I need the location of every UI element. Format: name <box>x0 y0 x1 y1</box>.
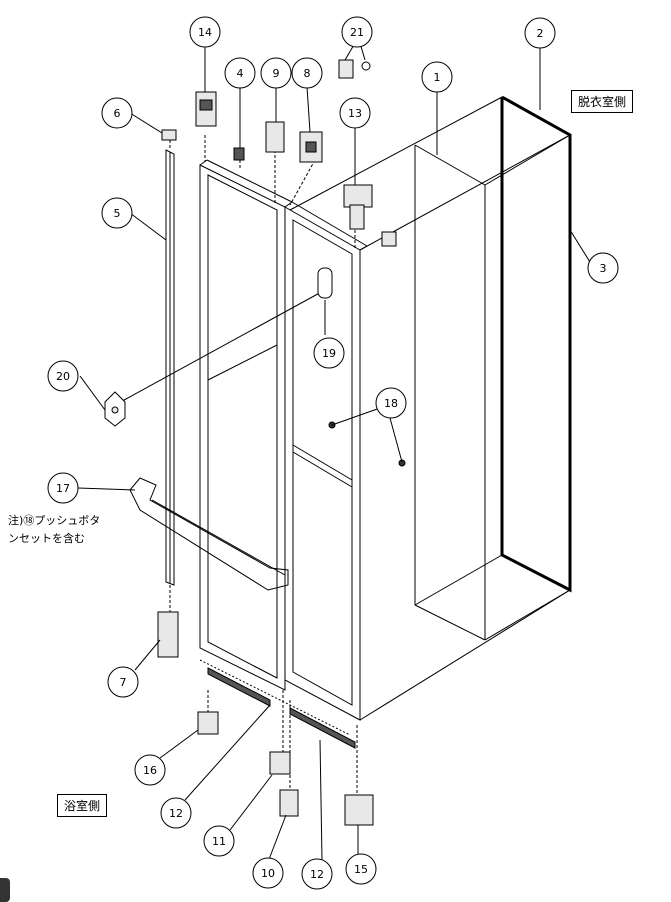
vertical-rail <box>165 149 175 586</box>
svg-text:14: 14 <box>198 26 212 39</box>
svg-text:4: 4 <box>237 67 244 80</box>
part-14-hinge <box>195 91 217 127</box>
svg-text:18: 18 <box>384 397 398 410</box>
callout-21: 21 <box>341 16 373 48</box>
callout-9: 9 <box>260 57 292 89</box>
note-line-2: ンセットを含む <box>8 532 85 545</box>
callout-13: 13 <box>339 97 371 129</box>
svg-text:11: 11 <box>212 835 226 848</box>
callout-2: 2 <box>524 17 556 49</box>
svg-text:7: 7 <box>120 676 127 689</box>
callout-14: 14 <box>189 16 221 48</box>
svg-text:9: 9 <box>273 67 280 80</box>
part-8-bracket <box>299 131 323 163</box>
callout-15: 15 <box>345 853 377 885</box>
svg-text:13: 13 <box>348 107 362 120</box>
svg-text:1: 1 <box>434 71 441 84</box>
callout-11: 11 <box>203 825 235 857</box>
callout-18: 18 <box>375 387 407 419</box>
callout-12-right: 12 <box>301 858 333 890</box>
callout-6: 6 <box>101 97 133 129</box>
callout-19: 19 <box>313 337 345 369</box>
svg-text:8: 8 <box>304 67 311 80</box>
svg-text:16: 16 <box>143 764 157 777</box>
part-19-handle <box>317 267 333 299</box>
part-10-runner <box>279 789 299 817</box>
part-6-cap <box>161 129 177 141</box>
part-20-knob <box>104 391 126 427</box>
left-door-panel <box>199 159 293 691</box>
dressing-room-side-label: 脱衣室側 <box>571 90 634 113</box>
svg-text:5: 5 <box>114 207 121 220</box>
svg-text:15: 15 <box>354 863 368 876</box>
callout-3: 3 <box>587 252 619 284</box>
enclosure-frame <box>289 95 572 721</box>
svg-text:19: 19 <box>322 347 336 360</box>
svg-text:2: 2 <box>537 27 544 40</box>
part-18-button-b <box>398 459 406 467</box>
callout-8: 8 <box>291 57 323 89</box>
svg-text:20: 20 <box>56 370 70 383</box>
svg-text:12: 12 <box>310 868 324 881</box>
svg-text:10: 10 <box>261 867 275 880</box>
callout-4: 4 <box>224 57 256 89</box>
svg-text:3: 3 <box>600 262 607 275</box>
svg-text:6: 6 <box>114 107 121 120</box>
part-9-bracket <box>265 121 285 153</box>
callout-16: 16 <box>134 754 166 786</box>
callout-20: 20 <box>47 360 79 392</box>
part-16-runner <box>197 711 219 735</box>
bathroom-side-label: 浴室側 <box>57 794 108 817</box>
callout-leaders <box>77 42 591 863</box>
callout-1: 1 <box>421 61 453 93</box>
part-15-runner <box>344 794 374 826</box>
callout-17: 17 <box>47 472 79 504</box>
part-7-bottom-cap <box>157 611 179 658</box>
callout-7: 7 <box>107 666 139 698</box>
callout-12-left: 12 <box>160 797 192 829</box>
svg-text:12: 12 <box>169 807 183 820</box>
svg-text:21: 21 <box>350 26 364 39</box>
svg-text:17: 17 <box>56 482 70 495</box>
corner-tab <box>0 878 10 902</box>
part-13-roller <box>343 184 373 230</box>
callout-10: 10 <box>252 857 284 889</box>
callouts: 14 21 2 4 9 8 1 6 13 5 3 19 20 18 17 7 1… <box>47 16 619 890</box>
part-3-catch <box>381 231 397 247</box>
part-4-clip <box>233 147 245 161</box>
callout-5: 5 <box>101 197 133 229</box>
towel-bar <box>129 477 289 591</box>
part-11-runner <box>269 751 291 775</box>
push-button-note: 注)⑱プッシュボタ ンセットを含む <box>8 512 100 548</box>
note-line-1: 注)⑱プッシュボタ <box>8 514 101 527</box>
leader-20 <box>114 289 326 406</box>
part-21-fitting <box>338 59 371 79</box>
